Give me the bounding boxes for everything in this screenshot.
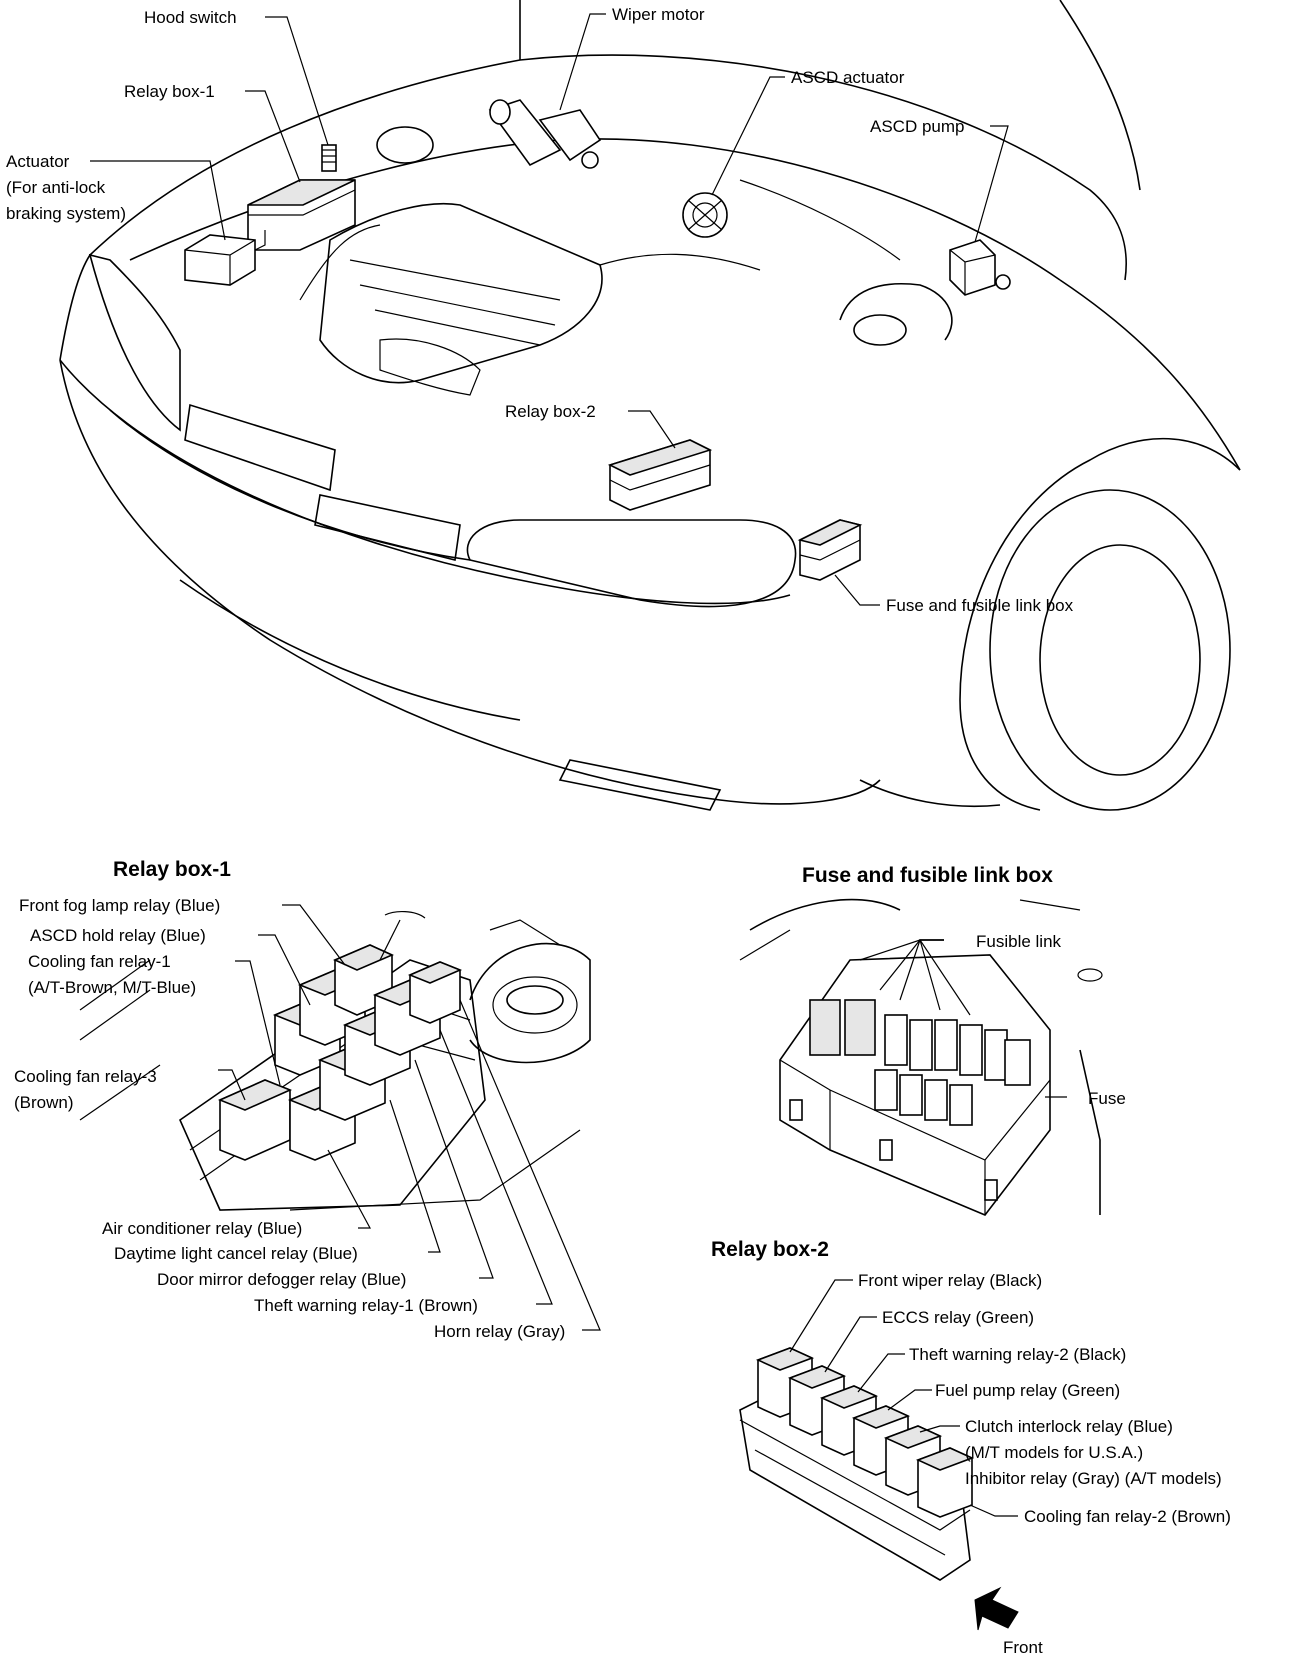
label-relay-box-2: Relay box-2 (505, 402, 596, 421)
wiper-motor-part (488, 99, 602, 169)
label-fuel-pump-relay: Fuel pump relay (Green) (935, 1381, 1120, 1400)
label-cooling-fan-relay-1-line2: (A/T-Brown, M/T-Blue) (28, 978, 196, 997)
label-air-conditioner-relay: Air conditioner relay (Blue) (102, 1219, 302, 1238)
label-actuator-line2: (For anti-lock (6, 178, 106, 197)
label-cooling-fan-relay-3: Cooling fan relay-3 (14, 1067, 157, 1086)
label-theft-warning-relay-1: Theft warning relay-1 (Brown) (254, 1296, 478, 1315)
relay-box-1-illustration (79, 911, 591, 1211)
relay-box-2-part (607, 439, 713, 511)
fuse-box-illustration (739, 898, 1103, 1216)
label-hood-switch: Hood switch (144, 8, 237, 27)
label-fuse-fusible-link-box: Fuse and fusible link box (886, 596, 1074, 615)
label-relay-box-1: Relay box-1 (124, 82, 215, 101)
title-relay-box-2: Relay box-2 (711, 1238, 829, 1261)
hood-switch-part (321, 144, 337, 172)
label-actuator-line3: braking system) (6, 204, 126, 223)
ascd-pump-part (949, 239, 1011, 296)
label-ascd-pump: ASCD pump (870, 117, 964, 136)
label-daytime-light-cancel-relay: Daytime light cancel relay (Blue) (114, 1244, 358, 1263)
title-relay-box-1: Relay box-1 (113, 858, 231, 881)
label-inhibitor-relay: Inhibitor relay (Gray) (A/T models) (965, 1469, 1222, 1488)
label-horn-relay: Horn relay (Gray) (434, 1322, 565, 1341)
label-ascd-hold-relay: ASCD hold relay (Blue) (30, 926, 206, 945)
front-arrow-icon (974, 1586, 1019, 1631)
label-cooling-fan-relay-2: Cooling fan relay-2 (Brown) (1024, 1507, 1231, 1526)
label-front-wiper-relay: Front wiper relay (Black) (858, 1271, 1042, 1290)
label-front-fog-lamp-relay: Front fog lamp relay (Blue) (19, 896, 220, 915)
label-fuse: Fuse (1088, 1089, 1126, 1108)
title-fuse-fusible-link-box: Fuse and fusible link box (802, 864, 1053, 887)
label-cooling-fan-relay-3-line2: (Brown) (14, 1093, 74, 1112)
label-theft-warning-relay-2: Theft warning relay-2 (Black) (909, 1345, 1126, 1364)
car-front-illustration (59, 0, 1241, 811)
label-fusible-link: Fusible link (976, 932, 1062, 951)
fuse-box-part (797, 519, 863, 581)
relay-box-1-part (247, 179, 356, 251)
label-wiper-motor: Wiper motor (612, 5, 705, 24)
label-actuator: Actuator (6, 152, 70, 171)
label-door-mirror-defogger-relay: Door mirror defogger relay (Blue) (157, 1270, 406, 1289)
label-clutch-interlock-relay: Clutch interlock relay (Blue) (965, 1417, 1173, 1436)
label-ascd-actuator: ASCD actuator (791, 68, 905, 87)
label-cooling-fan-relay-1: Cooling fan relay-1 (28, 952, 171, 971)
ascd-actuator-part (682, 192, 728, 238)
label-eccs-relay: ECCS relay (Green) (882, 1308, 1034, 1327)
label-clutch-interlock-line2: (M/T models for U.S.A.) (965, 1443, 1143, 1462)
label-front: Front (1003, 1638, 1043, 1657)
relay-box-2-illustration (739, 1347, 975, 1581)
abs-actuator-part (184, 230, 266, 286)
